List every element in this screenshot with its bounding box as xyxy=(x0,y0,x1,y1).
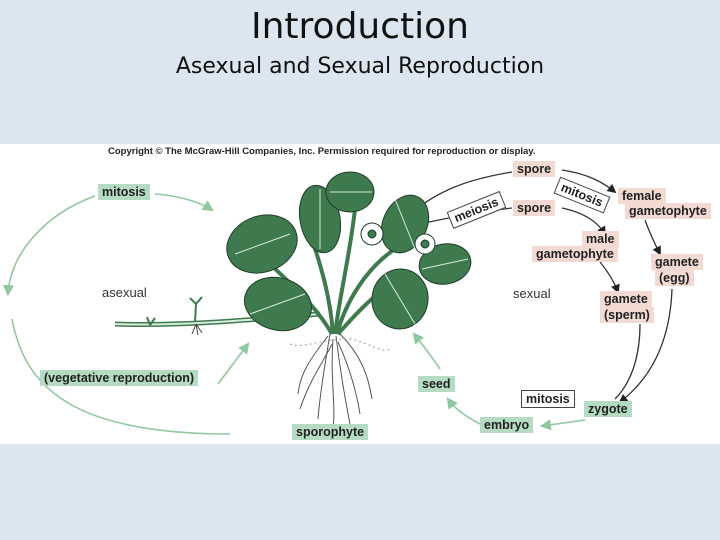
roots xyxy=(289,333,391,430)
label-seed: seed xyxy=(418,376,455,392)
label-mitosis-asexual: mitosis xyxy=(98,184,150,200)
label-gamete-sperm: gamete xyxy=(600,291,652,307)
label-female-gametophyte-2: gametophyte xyxy=(625,203,711,219)
label-spore-top: spore xyxy=(513,161,556,177)
label-mitosis-bottom: mitosis xyxy=(521,390,575,408)
arrow-spore-to-female xyxy=(561,169,617,194)
asexual-cycle-arrow-right xyxy=(154,193,214,212)
label-egg: (egg) xyxy=(655,270,694,286)
asexual-cycle-arrow-up xyxy=(217,342,250,385)
label-female: female xyxy=(622,189,662,203)
asexual-cycle-arrow-bottom xyxy=(11,318,231,435)
label-embryo: embryo xyxy=(480,417,534,433)
leaf-veins xyxy=(234,189,469,325)
arrow-zygote-to-embryo xyxy=(539,419,586,431)
label-sexual: sexual xyxy=(513,286,551,301)
copyright-notice: Copyright © The McGraw-Hill Companies, I… xyxy=(108,146,536,157)
life-cycle-figure: Copyright © The McGraw-Hill Companies, I… xyxy=(0,144,720,444)
slide-subtitle: Asexual and Sexual Reproduction xyxy=(175,54,545,79)
arrow-gametes-to-zygote-2 xyxy=(614,323,641,400)
label-male-gametophyte: gametophyte xyxy=(532,246,618,262)
arrow-female-to-egg xyxy=(644,219,661,256)
flowers xyxy=(360,222,436,255)
asexual-cycle-arrow-top xyxy=(2,195,96,297)
label-male: male xyxy=(582,231,619,247)
arrow-embryo-to-seed xyxy=(446,397,481,425)
life-cycle-diagram xyxy=(2,169,673,435)
label-gamete-egg: gamete xyxy=(651,254,703,270)
label-asexual: asexual xyxy=(102,285,147,300)
label-sperm: (sperm) xyxy=(600,307,654,323)
label-sporophyte: sporophyte xyxy=(292,424,369,440)
arrow-male-to-sperm xyxy=(599,261,620,294)
label-zygote: zygote xyxy=(584,401,632,417)
label-female-gametophyte: female xyxy=(618,188,666,204)
label-spore-bottom: spore xyxy=(513,200,556,216)
slide-title: Introduction xyxy=(250,6,469,47)
arrow-seed-to-plant xyxy=(412,332,441,370)
label-vegetative-reproduction: (vegetative reproduction) xyxy=(40,370,199,386)
arrow-gametes-to-zygote xyxy=(618,288,673,404)
